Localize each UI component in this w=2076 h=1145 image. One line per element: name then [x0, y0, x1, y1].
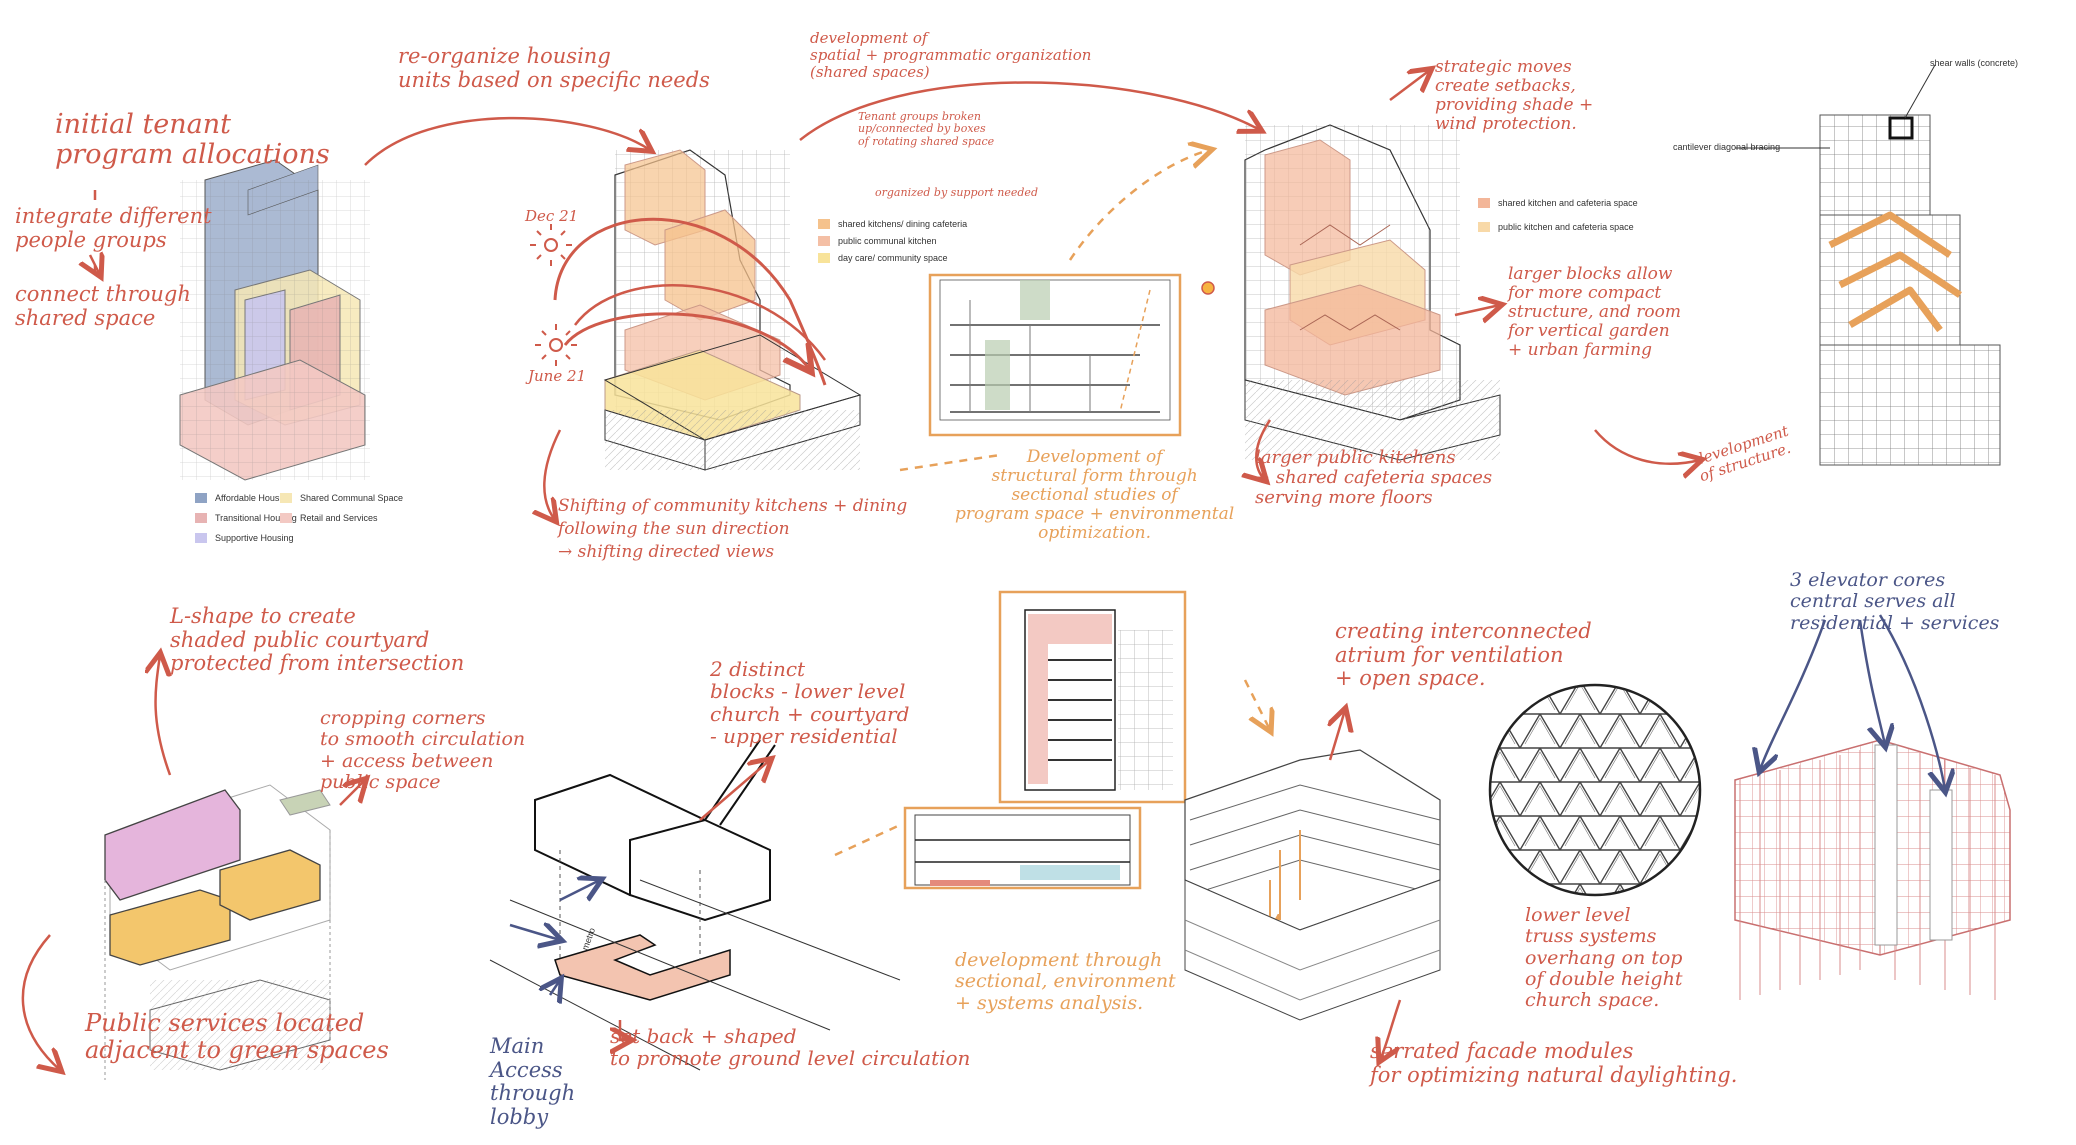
legend-swatch	[195, 493, 207, 503]
legend-swatch	[818, 253, 830, 263]
note-development-sectional: development through sectional, environme…	[955, 950, 1176, 1014]
legend-label: shared kitchens/ dining cafeteria	[838, 219, 967, 229]
legend-item: public communal kitchen	[818, 236, 937, 246]
legend-swatch	[280, 493, 292, 503]
note-strategic-moves: strategic moves create setbacks, providi…	[1435, 58, 1593, 134]
section-studies-bottom	[905, 592, 1185, 888]
legend-label: Retail and Services	[300, 513, 378, 523]
note-initial-tenant: initial tenant program allocations	[55, 110, 330, 170]
note-reorganize-housing: re-organize housing units based on speci…	[398, 45, 710, 92]
sun-icon	[530, 224, 572, 266]
legend-item: day care/ community space	[818, 253, 948, 263]
atrium-building	[1185, 750, 1440, 1020]
note-larger-kitchens: larger public kitchens + shared cafeteri…	[1255, 448, 1492, 508]
note-shifting-kitchens: Shifting of community kitchens + dining …	[558, 495, 907, 564]
note-integrate-groups: integrate different people groups	[15, 205, 212, 252]
note-cropping-corners: cropping corners to smooth circulation +…	[320, 708, 525, 793]
note-truss: lower level truss systems overhang on to…	[1525, 905, 1682, 1011]
sun-icon	[1202, 282, 1214, 294]
legend-swatch	[1478, 222, 1490, 232]
note-development-spatial: development of spatial + programmatic or…	[810, 30, 1091, 80]
legend-item: shared kitchens/ dining cafeteria	[818, 219, 967, 229]
legend-swatch	[818, 219, 830, 229]
legend-label: day care/ community space	[838, 253, 948, 263]
label-shear-walls: shear walls (concrete)	[1930, 58, 2018, 68]
structural-grid-tower	[1735, 65, 2000, 465]
legend-swatch	[818, 236, 830, 246]
legend-item: shared kitchen and cafeteria space	[1478, 198, 1638, 208]
legend-item: public kitchen and cafeteria space	[1478, 222, 1634, 232]
legend-item: Supportive Housing	[195, 533, 294, 543]
note-public-services: Public services located adjacent to gree…	[85, 1010, 389, 1064]
note-set-back: set back + shaped to promote ground leve…	[610, 1025, 970, 1070]
legend-label: public communal kitchen	[838, 236, 937, 246]
red-grid-building	[1735, 740, 2010, 1000]
legend-label: Shared Communal Space	[300, 493, 403, 503]
legend-item: Affordable Housing	[195, 493, 291, 503]
note-two-blocks: 2 distinct blocks - lower level church +…	[710, 658, 909, 748]
massing-two-blocks	[490, 740, 900, 1070]
legend-swatch	[195, 513, 207, 523]
note-structural-form: Development of structural form through s…	[955, 448, 1234, 543]
note-larger-blocks: larger blocks allow for more compact str…	[1508, 265, 1681, 360]
tower-shared-spaces	[530, 150, 860, 470]
note-organized-support: organized by support needed	[875, 187, 1038, 199]
note-atrium: creating interconnected atrium for venti…	[1335, 620, 1592, 691]
note-serrated: serrated facade modules for optimizing n…	[1370, 1040, 1737, 1087]
legend-item: Shared Communal Space	[280, 493, 403, 503]
truss-detail-circle	[1490, 685, 1700, 895]
note-main-access: Main Access through lobby	[490, 1035, 575, 1129]
sun-icon	[535, 324, 577, 366]
legend-label: Supportive Housing	[215, 533, 294, 543]
label-cantilever-bracing: cantilever diagonal bracing	[1673, 142, 1780, 152]
note-l-shape: L-shape to create shaded public courtyar…	[170, 605, 464, 676]
note-june21: June 21	[528, 368, 586, 385]
legend-label: shared kitchen and cafeteria space	[1498, 198, 1638, 208]
legend-item: Retail and Services	[280, 513, 378, 523]
note-dec21: Dec 21	[525, 208, 578, 225]
tower-kitchens	[1245, 125, 1500, 460]
note-elevator-cores: 3 elevator cores central serves all resi…	[1790, 570, 1999, 634]
section-study-orange	[930, 275, 1214, 435]
note-connect-shared: connect through shared space	[15, 283, 191, 330]
legend-swatch	[280, 513, 292, 523]
legend-label: public kitchen and cafeteria space	[1498, 222, 1634, 232]
legend-swatch	[195, 533, 207, 543]
legend-swatch	[1478, 198, 1490, 208]
note-tenant-groups: Tenant groups broken up/connected by box…	[858, 111, 994, 148]
